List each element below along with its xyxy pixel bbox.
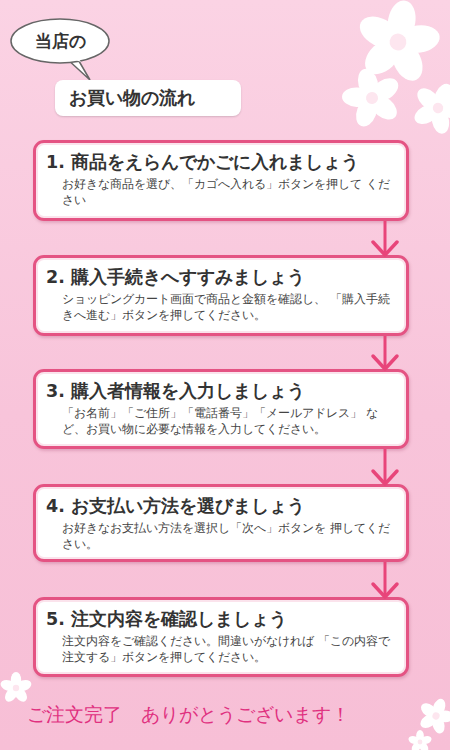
- step-description: お好きな商品を選び、「カゴへ入れる」ボタンを押して ください: [62, 176, 394, 208]
- step-box: 2. 購入手続きへすすみましょうショッピングカート画面で商品と金額を確認し、 「…: [33, 255, 409, 336]
- bubble-tail-join: [68, 55, 81, 62]
- flow-arrow: [373, 562, 397, 597]
- step-box: 3. 購入者情報を入力しましょう「お名前」「ご住所」「電話番号」「メールアドレス…: [33, 369, 409, 449]
- heading-text: お買い物の流れ: [69, 86, 195, 110]
- step-box: 4. お支払い方法を選びましょうお好きなお支払い方法を選択し「次へ」ボタンを 押…: [33, 484, 409, 562]
- step-description: 「お名前」「ご住所」「電話番号」「メールアドレス」 など、お買い物に必要な情報を…: [62, 405, 394, 437]
- arrow-shaft: [384, 221, 387, 255]
- step-description: お好きなお支払い方法を選択し「次へ」ボタンを 押してください。: [62, 520, 394, 552]
- title-tag: お買い物の流れ: [55, 80, 241, 116]
- flower: [334, 61, 410, 135]
- arrow-shaft: [384, 562, 387, 597]
- step-heading: 4. お支払い方法を選びましょう: [46, 494, 398, 518]
- arrow-shaft: [384, 336, 387, 369]
- arrow-head: [373, 584, 397, 597]
- step-description: 注文内容をご確認ください。間違いがなければ 「この内容で注文する」ボタンを押して…: [62, 633, 394, 665]
- flower: [0, 672, 33, 704]
- flower: [407, 730, 432, 750]
- flow-arrow: [373, 336, 397, 369]
- bubble-ellipse: [11, 19, 109, 63]
- flow-arrow: [373, 221, 397, 255]
- step-box: 5. 注文内容を確認しましょう注文内容をご確認ください。間違いがなければ 「この…: [33, 597, 409, 677]
- speech-bubble: 当店の: [10, 18, 110, 64]
- flow-arrow: [373, 449, 397, 484]
- arrow-head: [373, 242, 397, 255]
- arrow-shaft: [384, 449, 387, 484]
- step-heading: 5. 注文内容を確認しましょう: [46, 607, 398, 631]
- arrow-head: [373, 471, 397, 484]
- step-heading: 2. 購入手続きへすすみましょう: [46, 265, 398, 289]
- step-heading: 1. 商品をえらんでかごに入れましょう: [46, 150, 398, 174]
- step-box: 1. 商品をえらんでかごに入れましょうお好きな商品を選び、「カゴへ入れる」ボタン…: [33, 140, 409, 221]
- step-description: ショッピングカート画面で商品と金額を確認し、 「購入手続きへ進む」ボタンを押して…: [62, 291, 394, 323]
- arrow-head: [373, 356, 397, 369]
- step-heading: 3. 購入者情報を入力しましょう: [46, 379, 398, 403]
- flower: [402, 73, 450, 143]
- closing-message: ご注文完了 ありがとうございます！: [27, 702, 350, 727]
- heading-text: 当店の: [35, 30, 86, 53]
